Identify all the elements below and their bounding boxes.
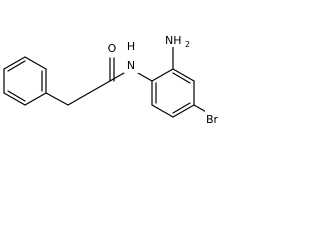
amide-nitrogen-mask [124,41,139,73]
bond-phenyl-2 [3,56,26,70]
propanamide-chain [45,57,132,106]
bond-phenyl-inner-2 [7,90,26,102]
bond-ring-2 [172,68,195,82]
amino-mask [164,30,192,47]
amino-label: NH [165,34,182,47]
amide-hydrogen-label: H [127,40,135,53]
bond-phenyl-1 [24,56,47,70]
bond-phenyl-inner-1 [7,60,26,72]
bond-ring-inner-2 [172,102,191,114]
oxygen-mask [104,37,120,55]
bromine-label: Br [206,113,219,126]
structure-diagram: O H N NH 2 Br [3,30,225,126]
phenyl-ring [3,56,47,106]
bond-phenyl-4 [3,92,26,106]
bond-ring-inner-1 [172,72,191,84]
bond-ring-4 [172,104,195,118]
bond-phenyl-5 [24,92,47,106]
bond-ch2-co [88,80,111,94]
aniline-ring [130,44,209,118]
amino-subscript: 2 [185,40,190,49]
oxygen-label: O [108,42,117,55]
bond-ring-5 [151,104,174,118]
bromine-mask [205,108,225,125]
amide-nitrogen-label: N [127,59,135,72]
molecule-canvas: O H N NH 2 Br [3,30,225,126]
bond-ph-ch2 [45,92,69,106]
bond-ch2-ch2 [67,92,90,106]
bond-ring-1 [151,68,174,82]
